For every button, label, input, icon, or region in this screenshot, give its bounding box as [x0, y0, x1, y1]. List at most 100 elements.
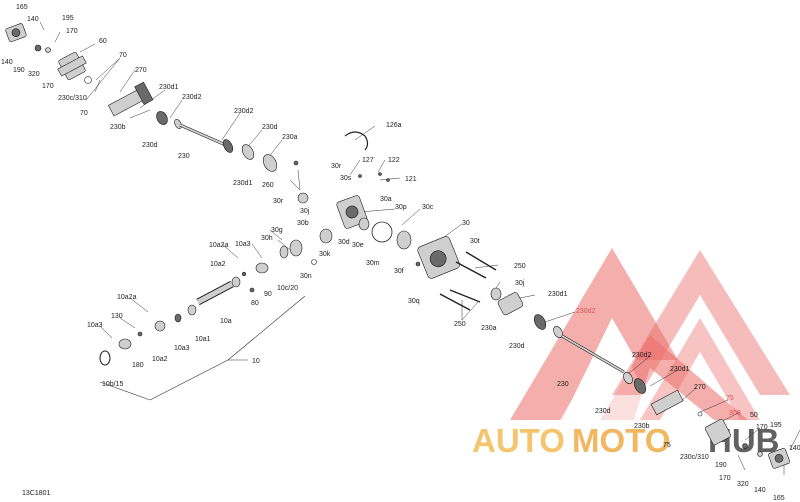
yoke-10a3: [255, 262, 269, 274]
label-230d1-b: 230d1: [233, 180, 253, 187]
bearing-30g: [289, 239, 303, 257]
joint-270-b: [650, 389, 684, 416]
label-122: 122: [388, 157, 400, 164]
bolt-250-a: [465, 251, 497, 271]
flange-hub: [11, 28, 21, 37]
label-30a: 30a: [380, 196, 392, 203]
label-230d2-b: 230d2: [234, 108, 254, 115]
washer-320: [757, 451, 763, 457]
bolt-250-c: [449, 289, 481, 303]
label-140-d: 140: [789, 445, 800, 452]
label-10a2-b: 10a2: [152, 356, 168, 363]
label-130: 130: [111, 313, 123, 320]
label-30k: 30k: [319, 251, 331, 258]
label-10b-15: 10b/15: [102, 381, 124, 388]
label-30f: 30f: [394, 268, 404, 275]
label-140-b: 140: [1, 59, 13, 66]
label-180: 180: [132, 362, 144, 369]
label-30: 30: [462, 220, 470, 227]
label-195: 195: [62, 15, 74, 22]
label-320-b: 320: [737, 481, 749, 488]
label-170-b: 170: [42, 83, 54, 90]
label-121: 121: [405, 176, 417, 183]
yoke-10a3-b: [154, 320, 166, 332]
wm-moto: MOTO: [572, 422, 670, 459]
label-230c-310-b: 230c/310: [680, 454, 709, 461]
label-170-c: 170: [719, 475, 731, 482]
label-230b: 230b: [110, 124, 126, 131]
ring-30j-b: [490, 287, 502, 301]
shaft-30b: [319, 228, 333, 244]
label-300: 300: [729, 410, 741, 417]
boot-230d1-b: [241, 144, 255, 160]
bolt-80: [249, 287, 255, 293]
boot-230d-b: [533, 314, 547, 330]
label-30m: 30m: [366, 260, 380, 267]
ring-30j: [297, 192, 309, 204]
label-230d2: 230d2: [182, 94, 202, 101]
label-140-c: 140: [754, 487, 766, 494]
diagram-id: 13C1801: [22, 490, 51, 497]
label-30r-b: 30r: [273, 198, 284, 205]
label-170-d: 170: [756, 424, 768, 431]
label-230d2-d: 230d2: [632, 352, 652, 359]
label-30j-b: 30j: [515, 280, 525, 287]
label-30s: 30s: [340, 175, 352, 182]
watermark-logo: [510, 248, 790, 420]
label-10a3-b: 10a3: [87, 322, 103, 329]
spring-126a: [344, 131, 369, 151]
label-10a3-c: 10a3: [174, 345, 190, 352]
label-230d1-d: 230d1: [670, 366, 690, 373]
joint-230a-b: [497, 292, 524, 316]
label-10: 10: [252, 358, 260, 365]
fitting-90: [241, 271, 247, 277]
yoke-50: [704, 418, 732, 446]
cross-10a2-b: [118, 338, 132, 350]
label-50: 50: [750, 412, 758, 419]
part-labels: 165 140 195 170 60 140 190 320 170 70 27…: [1, 4, 800, 502]
label-60: 60: [99, 38, 107, 45]
bolt-250-b: [455, 261, 487, 279]
bolt-260: [293, 160, 299, 166]
label-10a: 10a: [220, 318, 232, 325]
boot-230d1: [156, 111, 168, 125]
assembly-10-parts: [99, 262, 269, 366]
washer-170: [45, 47, 51, 53]
ring-30k: [311, 259, 317, 265]
label-270: 270: [135, 67, 147, 74]
upper-driveshaft-parts: [5, 23, 299, 172]
label-30p: 30p: [395, 204, 407, 211]
gear-30c: [396, 230, 412, 250]
label-10a2a-b: 10a2a: [117, 294, 137, 301]
label-30g: 30g: [271, 227, 283, 234]
boot-10a1: [174, 313, 182, 323]
label-30e: 30e: [352, 242, 364, 249]
bolt-250-d: [439, 293, 471, 311]
fitting-180: [137, 331, 143, 337]
label-230: 230: [178, 153, 190, 160]
label-30d: 30d: [338, 239, 350, 246]
seal-30h: [279, 245, 289, 259]
label-230d1-c: 230d1: [548, 291, 568, 298]
label-230c-310: 230c/310: [58, 95, 87, 102]
label-250-b: 250: [454, 321, 466, 328]
label-10a1: 10a1: [195, 336, 211, 343]
boot-230d1-c: [633, 378, 647, 394]
label-30b: 30b: [297, 220, 309, 227]
watermark-text: AUTO MOTO HUB: [472, 422, 780, 459]
label-127: 127: [362, 157, 374, 164]
boot-230d: [222, 139, 234, 153]
nut-190-b: [742, 443, 748, 449]
oring-30m: [371, 221, 393, 243]
gearbox-parts: [279, 131, 497, 311]
label-10c-20: 10c/20: [277, 285, 298, 292]
label-230-b: 230: [557, 381, 569, 388]
label-230d1: 230d1: [159, 84, 179, 91]
nut-190: [34, 44, 42, 52]
pin-127: [358, 174, 362, 178]
label-260: 260: [262, 182, 274, 189]
clamp-230d2: [174, 119, 182, 129]
clamp-230d2-c: [623, 372, 633, 384]
joint-230a: [262, 154, 278, 172]
